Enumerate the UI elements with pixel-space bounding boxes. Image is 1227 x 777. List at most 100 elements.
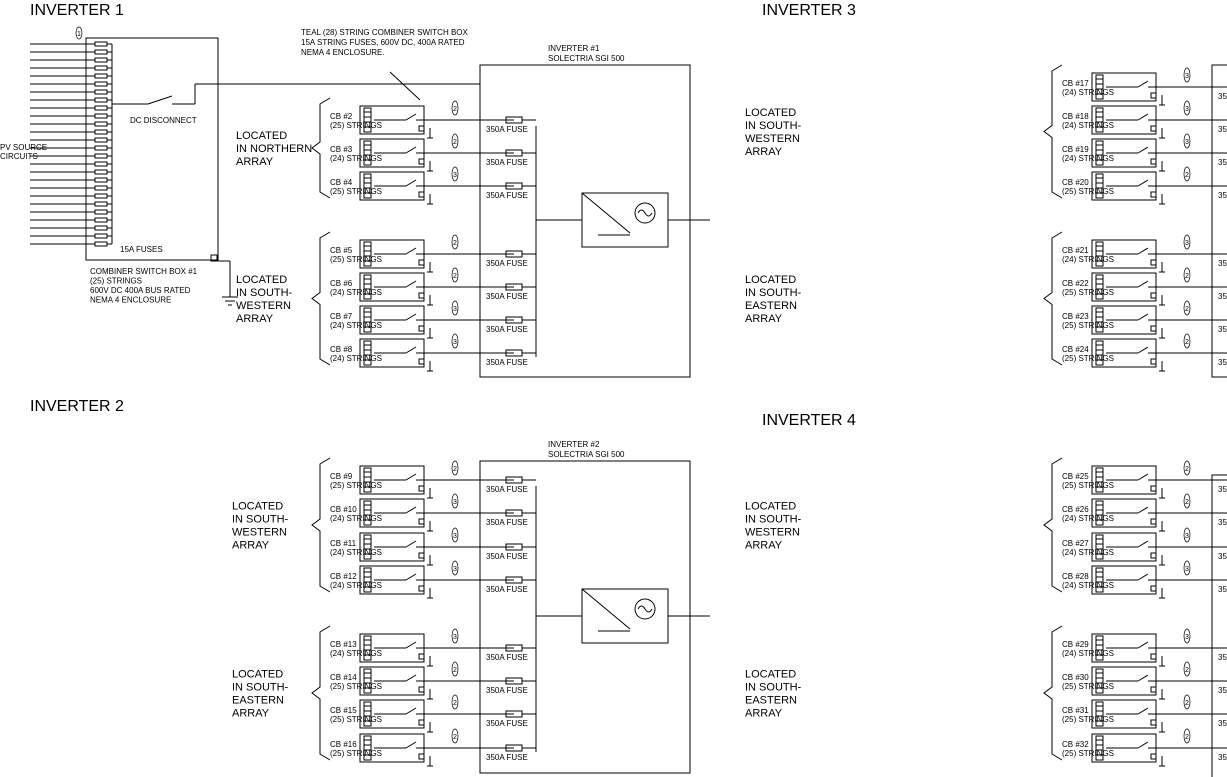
inverter-title: INVERTER 4 bbox=[762, 412, 856, 429]
combiner-box-strings: (25) STRINGS bbox=[1062, 354, 1114, 363]
conductor-tag-icon bbox=[1183, 300, 1191, 316]
string-fuse-icon bbox=[94, 225, 108, 231]
ground-lug-icon bbox=[418, 158, 425, 165]
combiner-box: CB #23(25) STRINGS bbox=[1062, 305, 1165, 339]
string-fuse-icon bbox=[94, 113, 108, 119]
switch-blade-icon bbox=[1137, 641, 1149, 649]
dc-disconnect-switch-icon bbox=[147, 95, 173, 105]
fuse-ladder-icon bbox=[363, 307, 372, 333]
combiner-box: CB #17(24) STRINGS bbox=[1062, 72, 1165, 106]
group-location-label: IN SOUTH- bbox=[745, 120, 802, 132]
conductor-tag-icon bbox=[451, 234, 459, 250]
combiner-box-name: CB #10 bbox=[330, 505, 357, 514]
switch-blade-icon bbox=[405, 741, 417, 749]
cb1-info: COMBINER SWITCH BOX #1 bbox=[90, 267, 198, 276]
combiner-box-name: CB #11 bbox=[330, 539, 357, 548]
conductor-tag: 3 bbox=[451, 300, 459, 316]
inverter-diagonal bbox=[581, 588, 631, 630]
conductor-tag-icon bbox=[1183, 728, 1191, 744]
fuse-ladder-icon bbox=[1095, 567, 1104, 593]
leader-line bbox=[389, 71, 421, 101]
fuse-label: 350A FUSE bbox=[1218, 719, 1227, 728]
combiner-box-strings: (25) STRINGS bbox=[330, 481, 382, 490]
switch-blade-icon bbox=[405, 313, 417, 321]
conductor-tag-icon bbox=[451, 166, 459, 182]
fuse-label: 350A FUSE bbox=[486, 125, 528, 134]
ground-lug-icon bbox=[1150, 719, 1157, 726]
group-location-label: LOCATED bbox=[745, 274, 796, 286]
string-fuse-icon bbox=[94, 169, 108, 175]
ground-lug-icon bbox=[418, 292, 425, 299]
fuse-label: 350A FUSE bbox=[486, 259, 528, 268]
fuse-label: 350A FUSE bbox=[1218, 259, 1227, 268]
ground-lug-icon bbox=[1150, 653, 1157, 660]
string-fuse-icon bbox=[94, 105, 108, 111]
cb1-info: NEMA 4 ENCLOSURE bbox=[90, 296, 171, 305]
conductor-tag-number: 2 bbox=[453, 139, 457, 146]
fuse-ladder-icon bbox=[363, 635, 372, 661]
ground-lug-icon bbox=[418, 552, 425, 559]
inverter-unit-label: INVERTER #1 bbox=[548, 44, 600, 53]
cb1-enclosure bbox=[85, 37, 219, 261]
group-location-label: LOCATED bbox=[232, 501, 283, 513]
group-location-label: IN SOUTH- bbox=[745, 682, 802, 694]
conductor-tag: 3 bbox=[451, 628, 459, 644]
group-location-label: IN SOUTH- bbox=[236, 287, 293, 299]
sine-wave-icon bbox=[637, 209, 653, 217]
group-location-label: ARRAY bbox=[236, 156, 274, 168]
conductor-tag: 2 bbox=[451, 728, 459, 744]
fuse-label: 350A FUSE bbox=[1218, 753, 1227, 762]
inverter-title: INVERTER 3 bbox=[762, 2, 856, 19]
ground-lug-icon bbox=[418, 653, 425, 660]
fuse-label: 350A FUSE bbox=[1218, 358, 1227, 367]
conductor-tag-icon bbox=[75, 26, 83, 40]
conductor-tag: 3 bbox=[1183, 560, 1191, 576]
switch-blade-icon bbox=[405, 346, 417, 354]
group-location-label: ARRAY bbox=[232, 540, 270, 552]
combiner-box-name: CB #13 bbox=[330, 640, 357, 649]
combiner-box-name: CB #14 bbox=[330, 673, 357, 682]
conductor-tag-number: 3 bbox=[453, 172, 457, 179]
conductor-tag-number: 3 bbox=[453, 533, 457, 540]
combiner-note: TEAL (28) STRING COMBINER SWITCH BOX bbox=[301, 28, 468, 37]
string-fuse-icon bbox=[94, 161, 108, 167]
fuse-label: 350A FUSE bbox=[486, 518, 528, 527]
fuse-ladder-icon bbox=[1095, 241, 1104, 267]
combiner-box-name: CB #8 bbox=[330, 345, 353, 354]
combiner-box-name: CB #22 bbox=[1062, 279, 1089, 288]
conductor-tag-icon bbox=[1183, 661, 1191, 677]
switch-blade-icon bbox=[1137, 707, 1149, 715]
fuse-ladder-icon bbox=[363, 173, 372, 199]
string-fuse-icon bbox=[94, 153, 108, 159]
fuse-label: 350A FUSE bbox=[486, 753, 528, 762]
group-location-label: ARRAY bbox=[236, 313, 274, 325]
conductor-tag: 3 bbox=[1183, 628, 1191, 644]
conductor-tag-icon bbox=[1183, 166, 1191, 182]
string-fuse-icon bbox=[94, 185, 108, 191]
switch-blade-icon bbox=[1137, 674, 1149, 682]
combiner-box-name: CB #15 bbox=[330, 706, 357, 715]
combiner-box-strings: (24) STRINGS bbox=[1062, 649, 1114, 658]
combiner-box-name: CB #18 bbox=[1062, 112, 1089, 121]
switch-blade-icon bbox=[1137, 573, 1149, 581]
combiner-box-name: CB #28 bbox=[1062, 572, 1089, 581]
string-fuse-icon bbox=[94, 209, 108, 215]
conductor-tag-number: 3 bbox=[1185, 533, 1189, 540]
group-location-label: ARRAY bbox=[745, 313, 783, 325]
combiner-box: CB #31(25) STRINGS bbox=[1062, 699, 1165, 733]
conductor-tag: 2 bbox=[451, 267, 459, 283]
string-fuse-icon bbox=[94, 57, 108, 63]
switch-blade-icon bbox=[1137, 146, 1149, 154]
switch-blade-icon bbox=[405, 113, 417, 121]
fuse-ladder-icon bbox=[1095, 74, 1104, 100]
combiner-box-strings: (24) STRINGS bbox=[330, 154, 382, 163]
fuse-ladder-icon bbox=[1095, 274, 1104, 300]
ground-lug-icon bbox=[1150, 585, 1157, 592]
fuse-label: 350A FUSE bbox=[486, 585, 528, 594]
switch-blade-icon bbox=[1137, 473, 1149, 481]
ground-lug-icon bbox=[1150, 158, 1157, 165]
group-bracket bbox=[1043, 64, 1063, 199]
conductor-tag-icon bbox=[451, 300, 459, 316]
ground-lug-icon bbox=[418, 325, 425, 332]
